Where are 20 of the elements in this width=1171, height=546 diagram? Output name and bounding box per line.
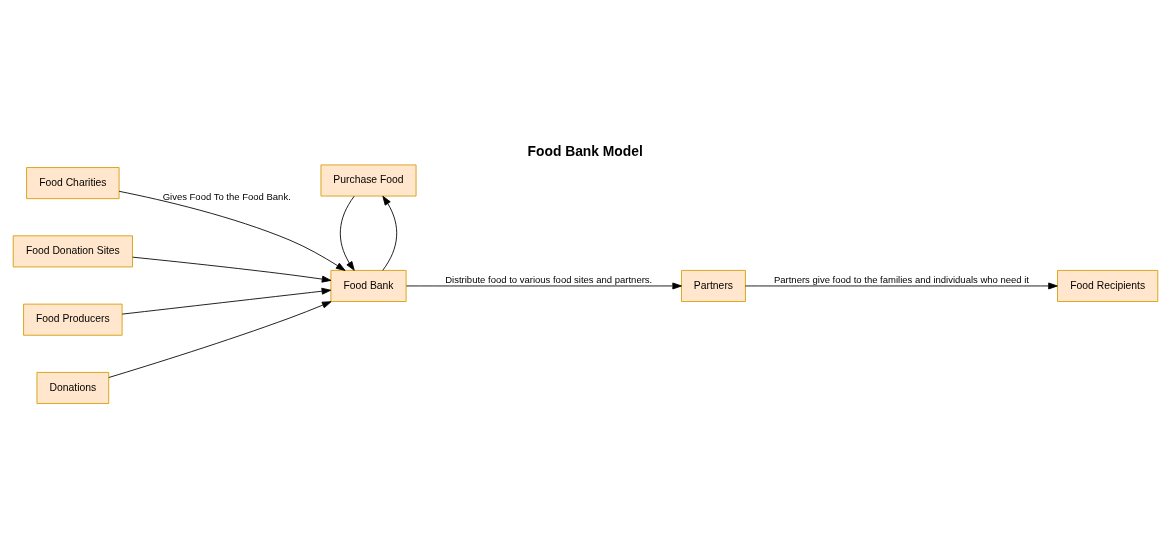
edge-label: Distribute food to various food sites and partners. — [445, 274, 653, 286]
node-box: Food Recipients — [1057, 270, 1159, 302]
arrow — [132, 256, 332, 283]
node-box: Food Bank — [330, 270, 407, 302]
arrow — [121, 287, 332, 315]
node-box: Donations — [36, 372, 110, 404]
edge-label: Partners give food to the families and individuals who need it — [773, 274, 1030, 286]
node-box: Food Donation Sites — [12, 235, 133, 268]
arrow — [406, 282, 682, 290]
arrow — [382, 195, 398, 271]
node-box: Food Charities — [26, 167, 120, 200]
diagram-title: Food Bank Model — [527, 143, 643, 160]
node-box: Food Producers — [23, 303, 123, 336]
node-box: Purchase Food — [320, 164, 417, 197]
arrow — [118, 190, 346, 271]
arrow — [108, 301, 332, 378]
arrow — [745, 282, 1058, 290]
arrow — [339, 195, 355, 271]
node-box: Partners — [681, 270, 746, 302]
edge-label: Gives Food To the Food Bank. — [162, 191, 291, 203]
